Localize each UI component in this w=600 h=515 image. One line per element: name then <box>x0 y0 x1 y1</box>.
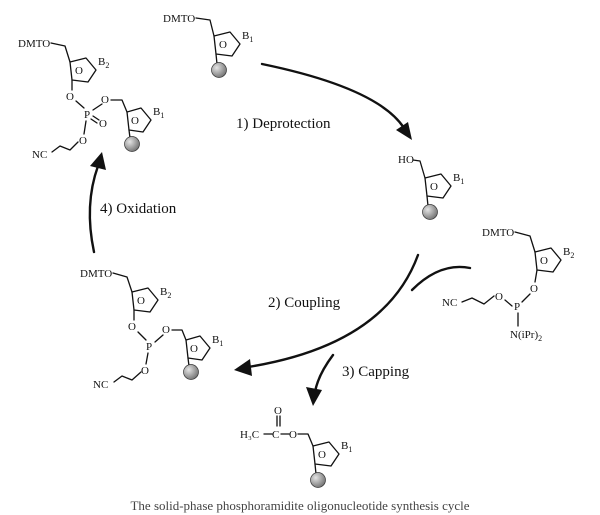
ring-oxygen: O <box>430 181 438 193</box>
group-n-ipr2: N(iPr)2 <box>510 329 542 343</box>
base-label: B1 <box>453 172 464 186</box>
deprotection-arrowhead <box>396 122 412 140</box>
cycle-arrows <box>88 62 472 406</box>
ring-oxygen: O <box>540 255 548 267</box>
three-prime-oxygen: O <box>128 321 136 333</box>
molecule-phosphate-triester: DMTO O B2 O P O O O B1 O NC <box>18 38 164 161</box>
group-dmto: DMTO <box>482 227 514 239</box>
ester-oxygen: O <box>495 291 503 303</box>
three-prime-oxygen: O <box>66 91 74 103</box>
group-nc: NC <box>442 297 457 309</box>
base-label: B1 <box>341 440 352 454</box>
deprotection-arrow <box>260 62 406 130</box>
ester-oxygen: O <box>79 135 87 147</box>
ring-oxygen: O <box>219 39 227 51</box>
ester-oxygen: O <box>289 429 297 441</box>
group-dmto: DMTO <box>163 13 195 25</box>
solid-support-bead <box>211 62 227 78</box>
reagent-phosphoramidite: DMTO O B2 O P O NC N(iPr)2 <box>442 227 574 343</box>
carbonyl-carbon: C <box>272 429 279 441</box>
figure-caption: The solid-phase phosphoramidite oligonuc… <box>130 498 470 513</box>
ester-oxygen: O <box>101 94 109 106</box>
ring-oxygen: O <box>131 115 139 127</box>
group-dmto: DMTO <box>18 38 50 50</box>
step-capping-label: 3) Capping <box>342 364 410 380</box>
group-nc: NC <box>32 149 47 161</box>
ester-oxygen: O <box>162 324 170 336</box>
phosphorus: P <box>514 301 520 313</box>
coupling-arrow <box>246 253 420 369</box>
base-label: B1 <box>242 30 253 44</box>
molecule-capped-nucleoside: H₃C C O O O B1 <box>240 405 352 488</box>
phosphorus: P <box>84 109 90 121</box>
ring-oxygen: O <box>137 295 145 307</box>
coupling-arrowhead <box>234 359 252 376</box>
ring-oxygen: O <box>190 343 198 355</box>
ester-oxygen: O <box>141 365 149 377</box>
oxidation-arrowhead <box>90 152 106 170</box>
phosphoryl-oxygen: O <box>99 118 107 130</box>
base-label: B1 <box>212 334 223 348</box>
solid-support-bead <box>310 472 326 488</box>
step-deprotection-label: 1) Deprotection <box>236 116 331 132</box>
capping-arrow <box>313 353 335 394</box>
group-h3c: H₃C <box>240 429 259 441</box>
molecule-phosphite-triester: DMTO O B2 O P O O B1 O NC <box>80 268 223 391</box>
base-label: B2 <box>160 286 171 300</box>
carbonyl-oxygen: O <box>274 405 282 417</box>
molecule-deprotected-nucleoside: HO O B1 <box>398 154 464 220</box>
solid-support-bead <box>422 204 438 220</box>
phosphorus: P <box>146 341 152 353</box>
step-oxidation-label: 4) Oxidation <box>100 201 177 217</box>
group-ho: HO <box>398 154 414 166</box>
reagent-feed-arrow <box>410 265 472 292</box>
step-coupling-label: 2) Coupling <box>268 295 341 311</box>
solid-support-bead <box>124 136 140 152</box>
group-dmto: DMTO <box>80 268 112 280</box>
solid-support-bead <box>183 364 199 380</box>
three-prime-oxygen: O <box>530 283 538 295</box>
oxidation-arrow <box>88 164 100 254</box>
base-label: B1 <box>153 106 164 120</box>
base-label: B2 <box>563 246 574 260</box>
base-label: B2 <box>98 56 109 70</box>
molecule-dmt-protected-nucleoside: DMTO O B1 <box>163 13 253 78</box>
ring-oxygen: O <box>318 449 326 461</box>
step-labels: 1) Deprotection 2) Coupling 3) Capping 4… <box>100 116 410 380</box>
capping-arrowhead <box>306 387 322 406</box>
ring-oxygen: O <box>75 65 83 77</box>
group-nc: NC <box>93 379 108 391</box>
